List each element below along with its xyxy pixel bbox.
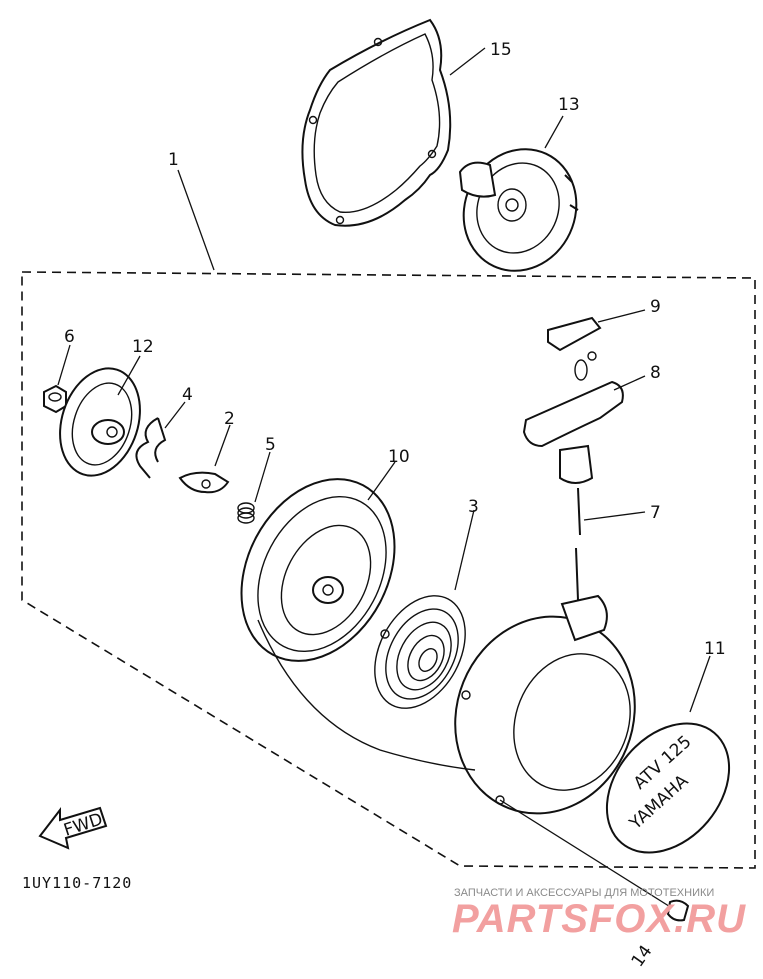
part-3-recoil-spring xyxy=(374,595,466,709)
diagram-code: 1UY110-7120 xyxy=(22,874,132,892)
watermark-tagline: ЗАПЧАСТИ И АКСЕССУАРЫ ДЛЯ МОТОТЕХНИКИ xyxy=(454,887,714,899)
part-label-3: 3 xyxy=(468,497,479,517)
part-14-bolt xyxy=(499,799,690,922)
leader-lines xyxy=(57,47,711,713)
part-label-6: 6 xyxy=(64,327,75,347)
part-11-starter-case xyxy=(454,594,636,815)
part-label-9: 9 xyxy=(650,297,661,317)
part-label-13: 13 xyxy=(558,95,580,115)
fwd-label: FWD xyxy=(61,809,105,840)
part-label-8: 8 xyxy=(650,363,661,383)
part-7-starter-rope xyxy=(575,487,581,601)
part-13-drive-pulley xyxy=(458,148,579,272)
part-10-rope-reel xyxy=(240,478,396,662)
part-label-5: 5 xyxy=(265,435,276,455)
part-4-spring-clip xyxy=(135,417,167,479)
watermark-brand: PARTSFOX.RU xyxy=(452,897,746,941)
rope-routing-line xyxy=(257,619,476,771)
part-label-2: 2 xyxy=(224,409,235,429)
part-label-12: 12 xyxy=(132,337,154,357)
part-9-handle-cap xyxy=(547,316,602,352)
part-8-starter-handle xyxy=(522,351,624,484)
part-12-drive-plate xyxy=(59,367,141,477)
part-15-gasket xyxy=(301,18,452,227)
part-label-7: 7 xyxy=(650,503,661,523)
fwd-arrow: FWD xyxy=(38,806,108,850)
part-5-spring xyxy=(237,502,255,524)
part-label-11: 11 xyxy=(704,639,726,659)
part-label-4: 4 xyxy=(182,385,193,405)
part-label-1: 1 xyxy=(168,150,179,170)
part-6-nut xyxy=(43,384,67,414)
part-label-10: 10 xyxy=(388,447,410,467)
part-2-pawl xyxy=(178,471,230,494)
part-label-14: 14 xyxy=(628,942,657,971)
emblem-badge: ATV 125 YAMAHA xyxy=(605,722,731,854)
part-label-15: 15 xyxy=(490,40,512,60)
